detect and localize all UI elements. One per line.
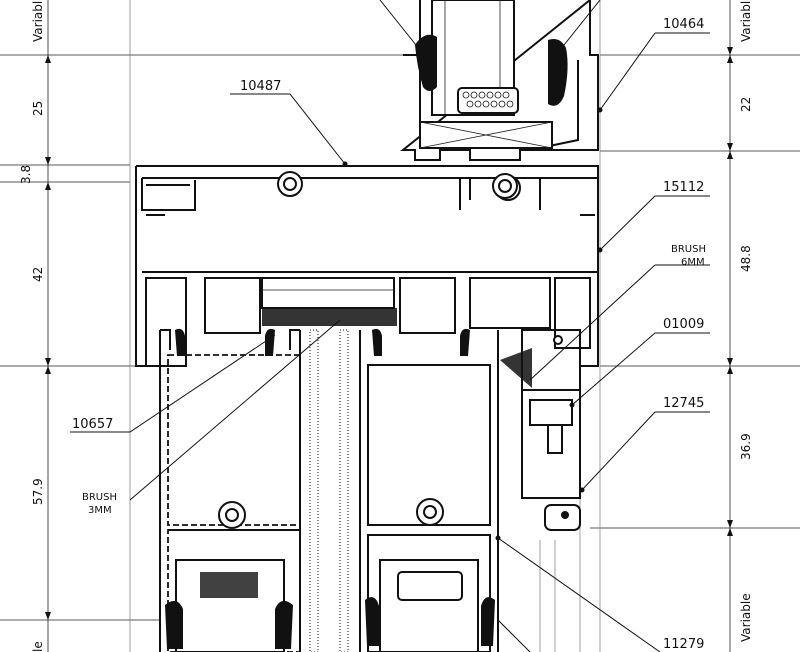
left-dim-42: 42 xyxy=(31,267,45,282)
left-dim-variable-top: Variable xyxy=(31,0,45,42)
right-dim-36-9: 36.9 xyxy=(739,433,753,460)
left-dim-variable-bottom: le xyxy=(31,641,45,652)
label-brush-3mm-line2: 3MM xyxy=(88,505,112,516)
right-dimension-chain: Variable 22 48.8 36.9 Variable xyxy=(590,0,800,652)
glazing-gasket-upper-right xyxy=(548,39,568,106)
label-brush-6mm-line2: 6MM xyxy=(681,257,705,268)
label-15112: 15112 xyxy=(663,180,704,195)
label-12745: 12745 xyxy=(663,396,704,411)
label-brush-3mm-line1: BRUSH xyxy=(82,492,117,503)
label-11279: 11279 xyxy=(663,637,704,652)
left-dimension-chain: Variable 25 3.8 42 57.9 le xyxy=(0,0,420,652)
part-labels: 10464 10487 15112 BRUSH 6MM 01009 12745 … xyxy=(72,17,706,652)
right-sash-profile xyxy=(359,328,499,652)
label-10657: 10657 xyxy=(72,417,113,432)
right-dim-variable-top: Variable xyxy=(739,0,753,42)
glazing-gasket-upper-left xyxy=(415,34,437,91)
label-brush-6mm-line1: BRUSH xyxy=(671,244,706,255)
brush-strip-head xyxy=(262,308,397,326)
right-dim-variable-bottom: Variable xyxy=(739,593,753,642)
label-10487: 10487 xyxy=(240,79,281,94)
head-frame-profile xyxy=(135,165,599,367)
jamb-components xyxy=(500,329,581,531)
desiccant-beads-upper xyxy=(462,91,514,108)
right-dim-48-8: 48.8 xyxy=(739,245,753,272)
leader-lines xyxy=(70,0,710,652)
label-01009: 01009 xyxy=(663,317,704,332)
brush-6mm xyxy=(500,348,532,388)
left-dim-3-8: 3.8 xyxy=(19,165,33,184)
desiccant-block-left xyxy=(200,572,258,598)
left-sash-profile xyxy=(159,328,301,652)
label-10464: 10464 xyxy=(663,17,704,32)
brush-3mm-strips xyxy=(309,329,349,652)
right-dim-22: 22 xyxy=(739,97,753,112)
left-dim-57-9: 57.9 xyxy=(31,478,45,505)
upper-glazing-profile xyxy=(400,0,599,201)
left-dim-25: 25 xyxy=(31,101,45,116)
